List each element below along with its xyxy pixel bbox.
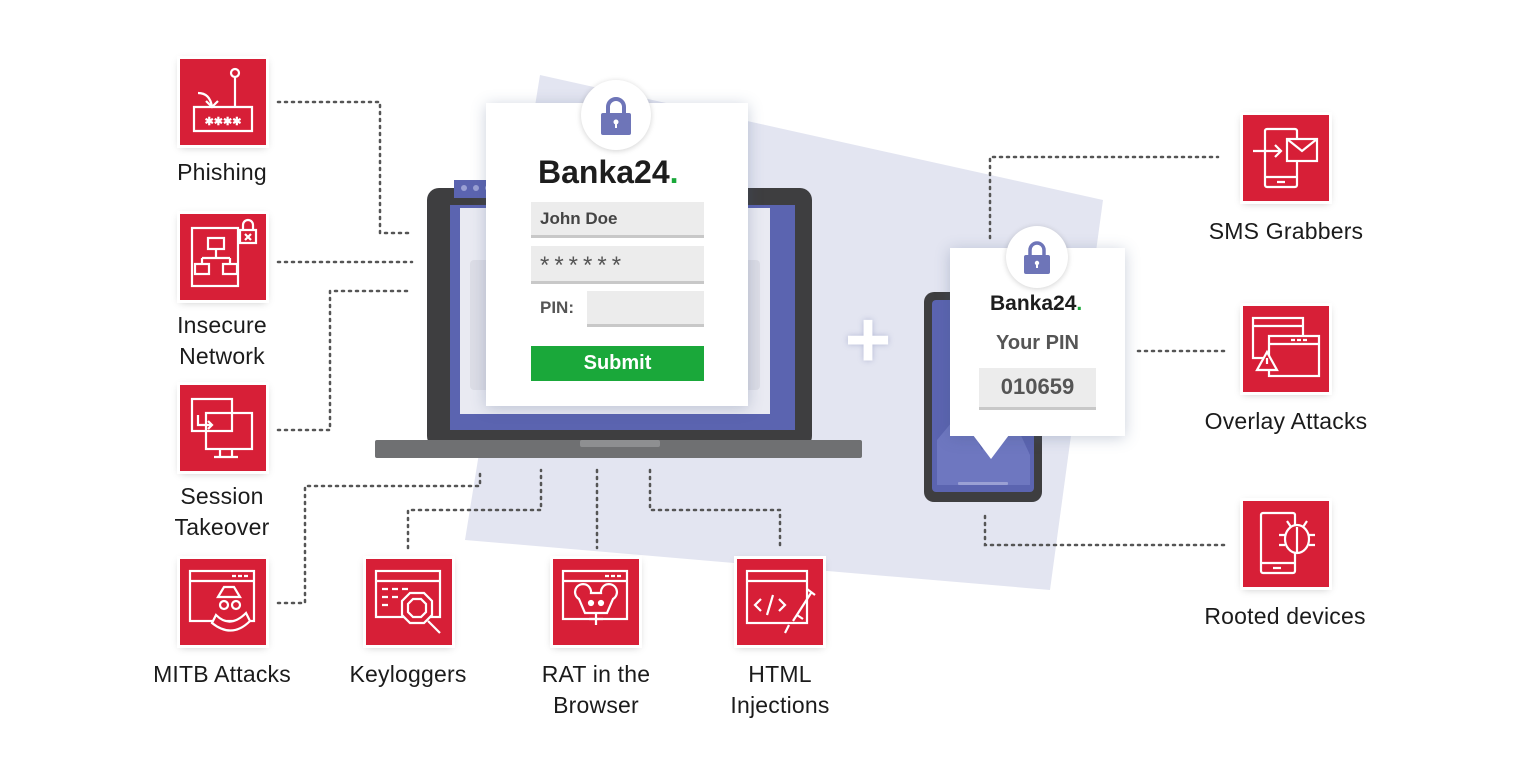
connector-session-takeover [276,289,414,432]
rat-label-line2: Browser [553,692,639,718]
keyloggers-tile [366,559,452,645]
rat-icon [561,569,629,625]
insecure-network-label: Insecure Network [177,310,267,372]
mitb-label: MITB Attacks [153,661,291,687]
overlay-attacks-tile [1243,306,1329,392]
sms-grabber-icon [1253,127,1319,189]
svg-text:✱✱✱✱: ✱✱✱✱ [205,116,242,128]
rooted-devices-tile [1243,501,1329,587]
session-takeover-label-line1: Session [180,483,264,509]
html-injections-label: HTML Injections [730,659,829,721]
sms-grabbers-label: SMS Grabbers [1208,218,1364,244]
sms-grabbers-tile [1243,115,1329,201]
rat-label: RAT in the Browser [542,659,651,721]
insecure-network-label-line1: Insecure [177,312,267,338]
keyloggers-label: Keyloggers [349,661,467,687]
connector-keyloggers [406,468,543,550]
pin-card-pointer [973,435,1009,459]
mitb-spy-icon [188,569,256,632]
rat-label-line1: RAT in the [541,661,651,687]
mitb-tile [180,559,266,645]
overlay-attacks-label: Overlay Attacks [1204,408,1368,434]
keylogger-icon [374,569,442,634]
password-field[interactable]: ****** [531,246,704,284]
session-takeover-tile [180,385,266,471]
html-injections-label-line2: Injections [730,692,830,718]
login-brand-logo: Banka24. [538,154,679,191]
phishing-label: Phishing [177,159,267,185]
pin-value: 010659 [979,368,1096,410]
pin-brand-logo: Banka24. [990,292,1082,316]
phishing-tile: ✱✱✱✱ [180,59,266,145]
session-takeover-label: Session Takeover [175,481,270,543]
pin-lock-badge [1006,226,1068,288]
session-takeover-label-line2: Takeover [174,514,270,540]
username-field[interactable]: John Doe [531,202,704,238]
session-takeover-icon [190,397,254,459]
connector-mitb [276,468,482,605]
login-lock-badge [581,80,651,150]
submit-button[interactable]: Submit [531,346,704,381]
connector-html [648,468,782,550]
plus-sign: + [844,295,892,384]
html-injection-icon [745,569,816,634]
insecure-network-icon [190,218,258,288]
brand-name: Banka24 [990,292,1077,315]
phishing-hook-icon: ✱✱✱✱ [192,67,254,133]
rooted-device-bug-icon [1259,511,1315,575]
connector-phishing [276,100,414,235]
insecure-network-tile [180,214,266,300]
rooted-devices-label: Rooted devices [1204,603,1366,629]
pin-heading: Your PIN [996,332,1079,354]
pin-label: PIN: [540,298,574,317]
pin-field[interactable] [587,291,704,327]
padlock-icon [1024,241,1050,274]
connector-rooted [983,514,1230,547]
brand-name: Banka24 [538,154,670,190]
insecure-network-label-line2: Network [179,343,265,369]
connector-sms-grabbers [988,155,1220,240]
overlay-attack-icon [1251,316,1321,378]
padlock-icon [601,97,631,135]
brand-dot: . [1076,292,1083,315]
html-injections-label-line1: HTML [748,661,812,687]
brand-dot: . [669,154,679,190]
rat-tile [553,559,639,645]
html-injections-tile [737,559,823,645]
